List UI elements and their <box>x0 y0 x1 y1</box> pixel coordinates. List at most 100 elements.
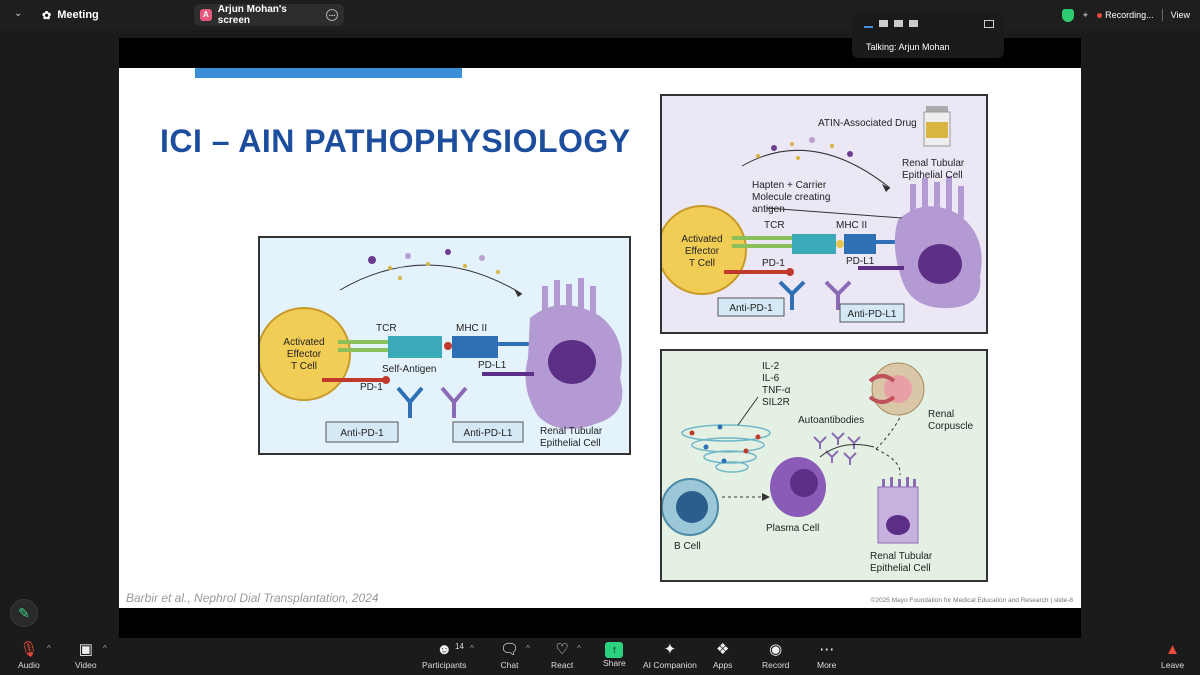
screen-share-tab[interactable]: A Arjun Mohan's screen … <box>194 4 344 26</box>
cytokine-sil2r: SIL2R <box>762 397 790 408</box>
participants-label: Participants <box>422 660 467 670</box>
cytokine-particles <box>689 424 761 464</box>
video-camera-icon: ▣ <box>78 641 93 658</box>
renal-label-2: Epithelial Cell <box>870 563 931 574</box>
react-options-caret[interactable]: ^ <box>577 644 581 653</box>
hapten-label-3: antigen <box>752 204 785 215</box>
participants-button[interactable]: ☻ Participants <box>422 640 466 670</box>
chat-label: Chat <box>500 660 519 670</box>
recording-label: Recording... <box>1105 10 1154 20</box>
gallery-layout-icon[interactable] <box>909 20 918 27</box>
layout-switcher <box>864 20 918 28</box>
meeting-menu[interactable]: ✿ Meeting <box>42 6 99 24</box>
tcr-label: TCR <box>764 220 785 231</box>
pd1-label: PD-1 <box>762 258 785 269</box>
corpuscle-label-1: Renal <box>928 409 954 420</box>
stacked-layout-icon[interactable] <box>894 20 903 27</box>
arrow-head <box>762 493 770 501</box>
speaker-layout-icon[interactable] <box>864 26 873 28</box>
popout-icon[interactable] <box>984 20 994 28</box>
renal-corpuscle-icon <box>868 362 925 416</box>
ai-sparkle-icon: ✦ <box>663 641 677 658</box>
audio-options-caret[interactable]: ^ <box>47 644 51 653</box>
talking-indicator-panel: Talking: Arjun Mohan <box>852 14 1004 58</box>
more-icon: ⋯ <box>819 641 835 658</box>
meeting-label: Meeting <box>57 9 99 21</box>
more-options-icon[interactable]: … <box>326 9 338 21</box>
shield-icon[interactable] <box>1061 8 1074 22</box>
react-button[interactable]: ♡ React <box>551 640 573 670</box>
mhc-label: MHC II <box>836 220 867 231</box>
apps-button[interactable]: ❖ Apps <box>713 640 732 670</box>
t-cell-label-3: T Cell <box>291 361 317 372</box>
t-cell-label-1: Activated <box>681 234 722 245</box>
arrow-path <box>819 444 875 458</box>
diagram-atin-drug: ATIN-Associated Drug Renal Tubular Epith… <box>660 94 988 334</box>
pd1-tip <box>382 376 390 384</box>
arrow-path <box>339 264 523 295</box>
divider <box>1161 9 1163 21</box>
audio-label: Audio <box>18 660 40 670</box>
video-options-caret[interactable]: ^ <box>103 644 107 653</box>
share-label: Share <box>603 658 626 668</box>
view-button[interactable]: View <box>1170 10 1190 20</box>
autoantibody-icons <box>813 432 861 465</box>
pd1-label: PD-1 <box>360 382 383 393</box>
t-cell-label-3: T Cell <box>689 258 715 269</box>
renal-label-2: Epithelial Cell <box>540 438 601 449</box>
chevron-down-icon[interactable]: ⌄ <box>14 8 23 19</box>
sparkle-icon[interactable]: ✦ <box>1081 9 1090 20</box>
renal-cell-shape <box>525 278 623 430</box>
shared-screen: ICI – AIN PATHOPHYSIOLOGY <box>119 38 1081 638</box>
renal-cell-shape <box>894 176 982 309</box>
tcr-receptor <box>732 234 836 254</box>
cytokine-il2: IL-2 <box>762 361 780 372</box>
audio-button[interactable]: 🎙 Audio <box>18 640 40 670</box>
cytokine-il6: IL-6 <box>762 373 780 384</box>
pd1-receptor <box>322 378 384 382</box>
drug-label: ATIN-Associated Drug <box>818 118 917 129</box>
t-cell-label-1: Activated <box>283 337 324 348</box>
anti-pdl1-box <box>452 421 524 443</box>
antibody-icon <box>778 280 806 310</box>
leave-icon: ▲ <box>1165 641 1181 658</box>
pdl1-ligand <box>858 266 904 270</box>
recording-indicator[interactable]: Recording... <box>1097 10 1154 20</box>
thumbnail-layout-icon[interactable] <box>879 20 888 27</box>
anti-pd1-box <box>717 297 785 317</box>
chat-icon: 🗨 <box>500 641 520 658</box>
slide-copyright: ©2025 Mayo Foundation for Medical Educat… <box>870 597 1073 604</box>
diagram-ici-ain-main: Activated Effector T Cell TCR MHC II Sel… <box>258 236 631 455</box>
arrow-head <box>882 184 890 192</box>
annotate-pencil-icon[interactable]: ✎ <box>10 599 38 627</box>
renal-tubular-cell-shape <box>877 477 919 544</box>
leave-label: Leave <box>1161 660 1185 670</box>
chat-options-caret[interactable]: ^ <box>526 644 530 653</box>
more-label: More <box>817 660 837 670</box>
cytokine-tnf: TNF-α <box>762 385 791 396</box>
ai-companion-button[interactable]: ✦ AI Companion <box>643 640 697 670</box>
heart-icon: ♡ <box>555 641 569 658</box>
video-button[interactable]: ▣ Video <box>75 640 97 670</box>
leave-button[interactable]: ▲ Leave <box>1161 640 1184 670</box>
t-cell-shape <box>260 307 351 401</box>
record-dot-icon <box>1097 13 1103 18</box>
chat-button[interactable]: 🗨 Chat <box>500 640 519 670</box>
participants-icon: ☻ <box>436 641 453 658</box>
arrow-path <box>741 149 891 189</box>
ai-companion-label: AI Companion <box>643 660 697 670</box>
video-label: Video <box>75 660 97 670</box>
cytokine-pointer-line <box>737 396 759 426</box>
presentation-slide: ICI – AIN PATHOPHYSIOLOGY <box>119 68 1081 608</box>
record-button[interactable]: ◉ Record <box>762 640 789 670</box>
share-button[interactable]: ↑ Share <box>603 640 626 668</box>
antigen-particles <box>368 249 500 280</box>
more-button[interactable]: ⋯ More <box>817 640 836 670</box>
t-cell-label-2: Effector <box>287 349 322 360</box>
record-icon: ◉ <box>769 641 783 658</box>
t-cell-label-2: Effector <box>685 246 720 257</box>
b-cell-nucleus <box>676 491 708 523</box>
participants-options-caret[interactable]: ^ <box>470 644 474 653</box>
hapten-dot <box>836 240 844 248</box>
plasma-cell-label: Plasma Cell <box>766 523 819 534</box>
